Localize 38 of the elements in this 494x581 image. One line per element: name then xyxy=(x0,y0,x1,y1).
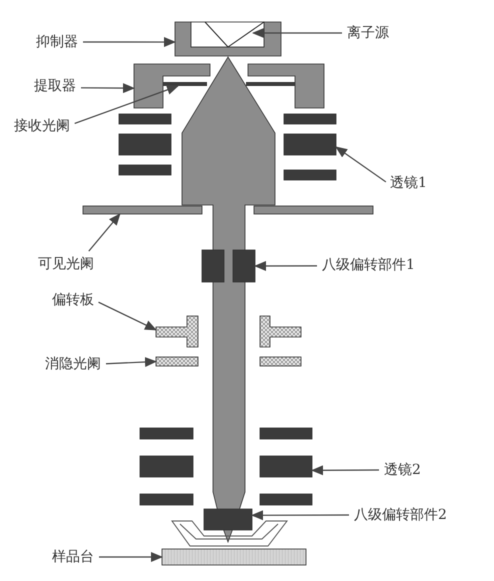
leader-arrow xyxy=(88,213,121,252)
lens-coil xyxy=(260,428,312,505)
octupole-deflector xyxy=(204,509,252,530)
leader-arrow xyxy=(311,465,379,476)
deflection-plate xyxy=(156,316,198,347)
aperture-plate xyxy=(83,206,202,214)
callout-label: 偏转板 xyxy=(52,291,94,309)
callout-label: 消隐光阑 xyxy=(45,355,101,373)
lens-coil xyxy=(140,428,193,505)
extractor-electrode xyxy=(134,64,210,108)
suppressor-electrode xyxy=(175,22,281,56)
aperture-plate xyxy=(163,82,207,86)
leader-arrow xyxy=(99,552,163,562)
callout-label: 样品台 xyxy=(52,548,94,566)
sample-stage xyxy=(162,549,306,565)
leader-arrow xyxy=(81,83,135,94)
leader-arrow xyxy=(251,510,349,520)
leader-arrow xyxy=(74,85,179,124)
ion-source-emitter xyxy=(191,22,264,47)
leader-arrow xyxy=(335,146,386,182)
leader-arrow xyxy=(98,302,157,330)
lens-coil xyxy=(119,114,171,175)
leader-arrow xyxy=(252,28,342,38)
callout-label: 透镜1 xyxy=(390,174,427,192)
callout-label: 接收光阑 xyxy=(14,117,70,135)
lens-coil xyxy=(284,114,336,180)
callout-label: 可见光阑 xyxy=(38,255,94,273)
blanking-aperture xyxy=(156,357,198,366)
callout-label: 八级偏转部件1 xyxy=(322,256,415,274)
callout-label: 透镜2 xyxy=(384,461,421,479)
octupole-deflector xyxy=(233,250,255,282)
callout-label: 抑制器 xyxy=(36,33,78,51)
leader-arrow xyxy=(106,357,157,367)
leader-arrow xyxy=(83,37,176,48)
callout-label: 离子源 xyxy=(347,24,389,42)
leader-arrow xyxy=(254,260,317,271)
callout-label: 八级偏转部件2 xyxy=(354,506,447,524)
callout-label: 提取器 xyxy=(34,77,76,95)
